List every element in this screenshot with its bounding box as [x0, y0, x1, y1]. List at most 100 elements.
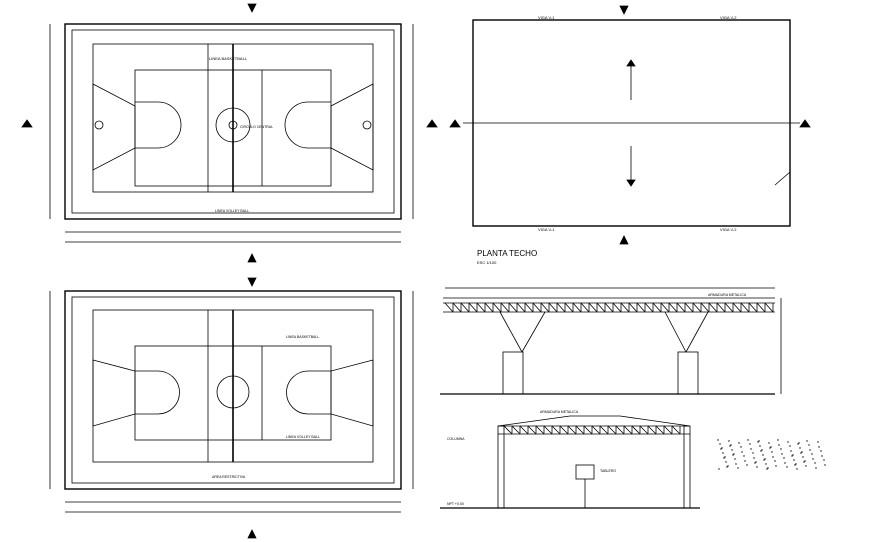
label-tablero: TABLERO	[600, 469, 616, 473]
truss-member	[748, 302, 758, 313]
truss-member	[572, 302, 582, 313]
hatch-dot	[772, 456, 774, 458]
truss-member	[644, 302, 654, 313]
truss-member	[708, 302, 718, 313]
truss-member	[756, 302, 766, 313]
hatch-dot	[763, 459, 765, 461]
truss-member	[660, 302, 670, 313]
truss-member	[468, 302, 478, 313]
hatch-dot	[743, 455, 745, 457]
label-basketball-top: LINEA BASKETBALL	[209, 56, 248, 61]
truss-member	[564, 302, 574, 313]
hatch-dot	[767, 467, 769, 469]
hatch-dot	[804, 460, 806, 462]
hatch-dot	[824, 464, 826, 466]
hatch-dot	[746, 464, 748, 466]
hatch-dot	[820, 450, 822, 452]
hatch-dot	[815, 467, 817, 469]
hatch-dot	[805, 465, 807, 467]
hatch-dot	[791, 455, 793, 457]
hatch-dot	[723, 457, 725, 459]
truss-member	[484, 302, 494, 313]
truss-member	[684, 302, 694, 313]
hatch-dot	[737, 467, 739, 469]
truss-member	[663, 425, 673, 435]
hatch-dot	[765, 463, 767, 465]
truss-member	[716, 302, 726, 313]
truss-member	[652, 302, 662, 313]
roof-plan-title: PLANTA TECHO	[477, 249, 537, 258]
truss-member	[492, 302, 502, 313]
hatch-dot	[775, 465, 777, 467]
hatch-dot	[764, 458, 766, 460]
hatch-dot	[799, 447, 801, 449]
ground-hatch	[717, 439, 826, 470]
truss-member	[591, 425, 601, 435]
hatch-dot	[761, 449, 763, 451]
truss-member	[732, 302, 742, 313]
hatch-dot	[777, 439, 779, 441]
hatch-dot	[781, 453, 783, 455]
hatch-dot	[735, 463, 737, 465]
label-volley-bottom: LINEA VOLLEY BALL	[286, 435, 320, 439]
hatch-dot	[753, 457, 755, 459]
hatch-dot	[769, 447, 771, 449]
hatch-dot	[734, 458, 736, 460]
hatch-dot	[744, 460, 746, 462]
hatch-dot	[756, 466, 758, 468]
hatch-dot	[801, 451, 803, 453]
elevation-two: ARMADURA METALICA COLUMNA TABLERO NPT +0…	[440, 410, 700, 509]
hatch-dot	[790, 450, 792, 452]
hatch-dot	[759, 445, 761, 447]
truss-member	[588, 302, 598, 313]
label-area-bottom: AREA RESTRICTIVA	[212, 475, 246, 479]
hatch-dot	[738, 442, 740, 444]
hatch-dot	[768, 442, 770, 444]
hatch-dot	[721, 447, 723, 449]
hatch-dot	[720, 448, 722, 450]
truss-member	[580, 302, 590, 313]
hatch-dot	[817, 441, 819, 443]
hatch-dot	[800, 452, 802, 454]
hatch-dot	[802, 456, 804, 458]
truss-member	[692, 302, 702, 313]
hatch-dot	[717, 439, 719, 441]
truss-member	[631, 425, 641, 435]
truss-member	[452, 302, 462, 313]
truss-member	[620, 302, 630, 313]
beam-bottom-right: VIGA V-2	[720, 227, 737, 232]
truss-member	[548, 302, 558, 313]
truss-member	[655, 425, 665, 435]
truss-member	[444, 302, 454, 313]
hatch-dot	[747, 439, 749, 441]
truss-member	[636, 302, 646, 313]
truss-member	[460, 302, 470, 313]
beam-top-left: VIGA V-1	[538, 15, 555, 20]
truss-member	[668, 302, 678, 313]
court-plan-top: LINEA BASKETBALL CIRCULO CENTRAL LINEA V…	[21, 3, 438, 263]
hatch-dot	[725, 461, 727, 463]
hatch-dot	[728, 440, 730, 442]
hatch-dot	[803, 461, 805, 463]
truss-member	[567, 425, 577, 435]
hatch-dot	[806, 440, 808, 442]
label-volley-top: LINEA VOLLEY BALL	[215, 209, 249, 213]
hatch-dot	[808, 444, 810, 446]
hatch-dot	[752, 452, 754, 454]
hatch-dot	[733, 453, 735, 455]
hatch-dot	[795, 463, 797, 465]
hatch-dot	[789, 445, 791, 447]
hatch-dot	[780, 448, 782, 450]
hatch-dot	[792, 454, 794, 456]
hatch-dot	[823, 459, 825, 461]
hatch-dot	[821, 455, 823, 457]
hatch-dot	[729, 445, 731, 447]
truss-member	[671, 425, 681, 435]
hatch-dot	[762, 454, 764, 456]
hatch-dot	[786, 466, 788, 468]
label-npt: NPT +0.00	[447, 502, 464, 506]
truss-member	[639, 425, 649, 435]
truss-member	[575, 425, 585, 435]
truss-member	[740, 302, 750, 313]
truss-member	[612, 302, 622, 313]
